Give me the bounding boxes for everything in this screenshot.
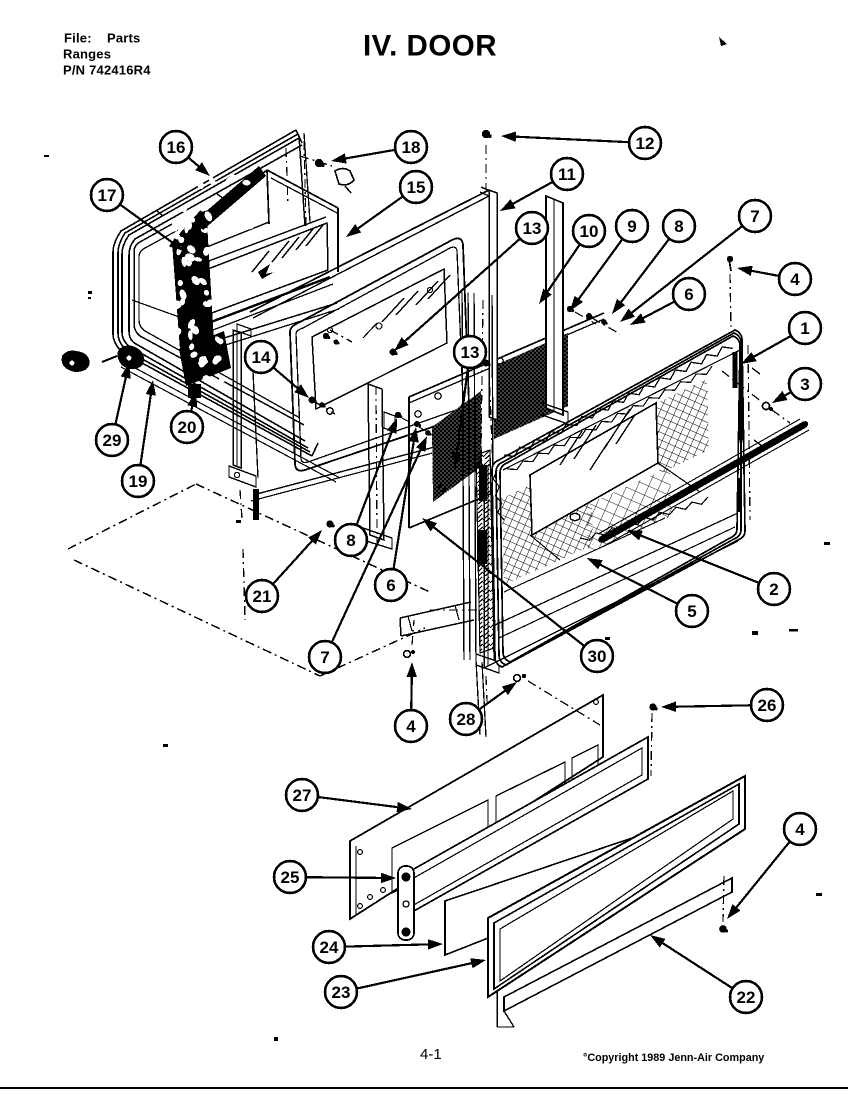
svg-text:4-1: 4-1 (420, 1046, 442, 1063)
svg-text:20: 20 (178, 418, 197, 437)
svg-text:22: 22 (737, 988, 756, 1007)
svg-text:4: 4 (795, 820, 805, 839)
svg-text:27: 27 (293, 786, 312, 805)
svg-text:7: 7 (320, 648, 329, 667)
svg-text:°Copyright 1989 Jenn-Air Compa: °Copyright 1989 Jenn-Air Company (583, 1052, 764, 1064)
svg-text:9: 9 (627, 217, 636, 236)
svg-text:1: 1 (800, 319, 809, 338)
svg-text:30: 30 (588, 647, 607, 666)
svg-text:P/N 742416R4: P/N 742416R4 (63, 63, 151, 78)
svg-text:3: 3 (800, 375, 809, 394)
svg-text:2: 2 (769, 580, 778, 599)
svg-text:26: 26 (758, 696, 777, 715)
svg-text:15: 15 (407, 178, 426, 197)
svg-text:Ranges: Ranges (63, 47, 111, 62)
svg-text:8: 8 (674, 217, 683, 236)
svg-text:16: 16 (167, 138, 186, 157)
svg-text:28: 28 (457, 710, 476, 729)
svg-text:11: 11 (558, 165, 576, 184)
svg-text:4: 4 (406, 717, 416, 736)
svg-text:19: 19 (129, 472, 148, 491)
svg-text:18: 18 (402, 138, 421, 157)
svg-text:8: 8 (346, 531, 355, 550)
svg-text:File: Parts: File: Parts (64, 31, 141, 46)
svg-text:7: 7 (750, 207, 759, 226)
svg-text:10: 10 (580, 222, 599, 241)
svg-text:6: 6 (684, 285, 693, 304)
svg-text:4: 4 (790, 270, 800, 289)
svg-text:23: 23 (332, 983, 351, 1002)
svg-text:5: 5 (687, 602, 696, 621)
svg-text:25: 25 (281, 868, 300, 887)
svg-text:17: 17 (98, 186, 117, 205)
svg-text:29: 29 (103, 431, 122, 450)
svg-text:24: 24 (320, 938, 339, 957)
svg-text:6: 6 (386, 576, 395, 595)
svg-text:21: 21 (253, 587, 272, 606)
svg-text:IV. DOOR: IV. DOOR (363, 30, 497, 63)
svg-text:13: 13 (523, 219, 542, 238)
svg-text:12: 12 (636, 134, 655, 153)
svg-text:14: 14 (252, 348, 271, 367)
svg-text:13: 13 (461, 343, 480, 362)
